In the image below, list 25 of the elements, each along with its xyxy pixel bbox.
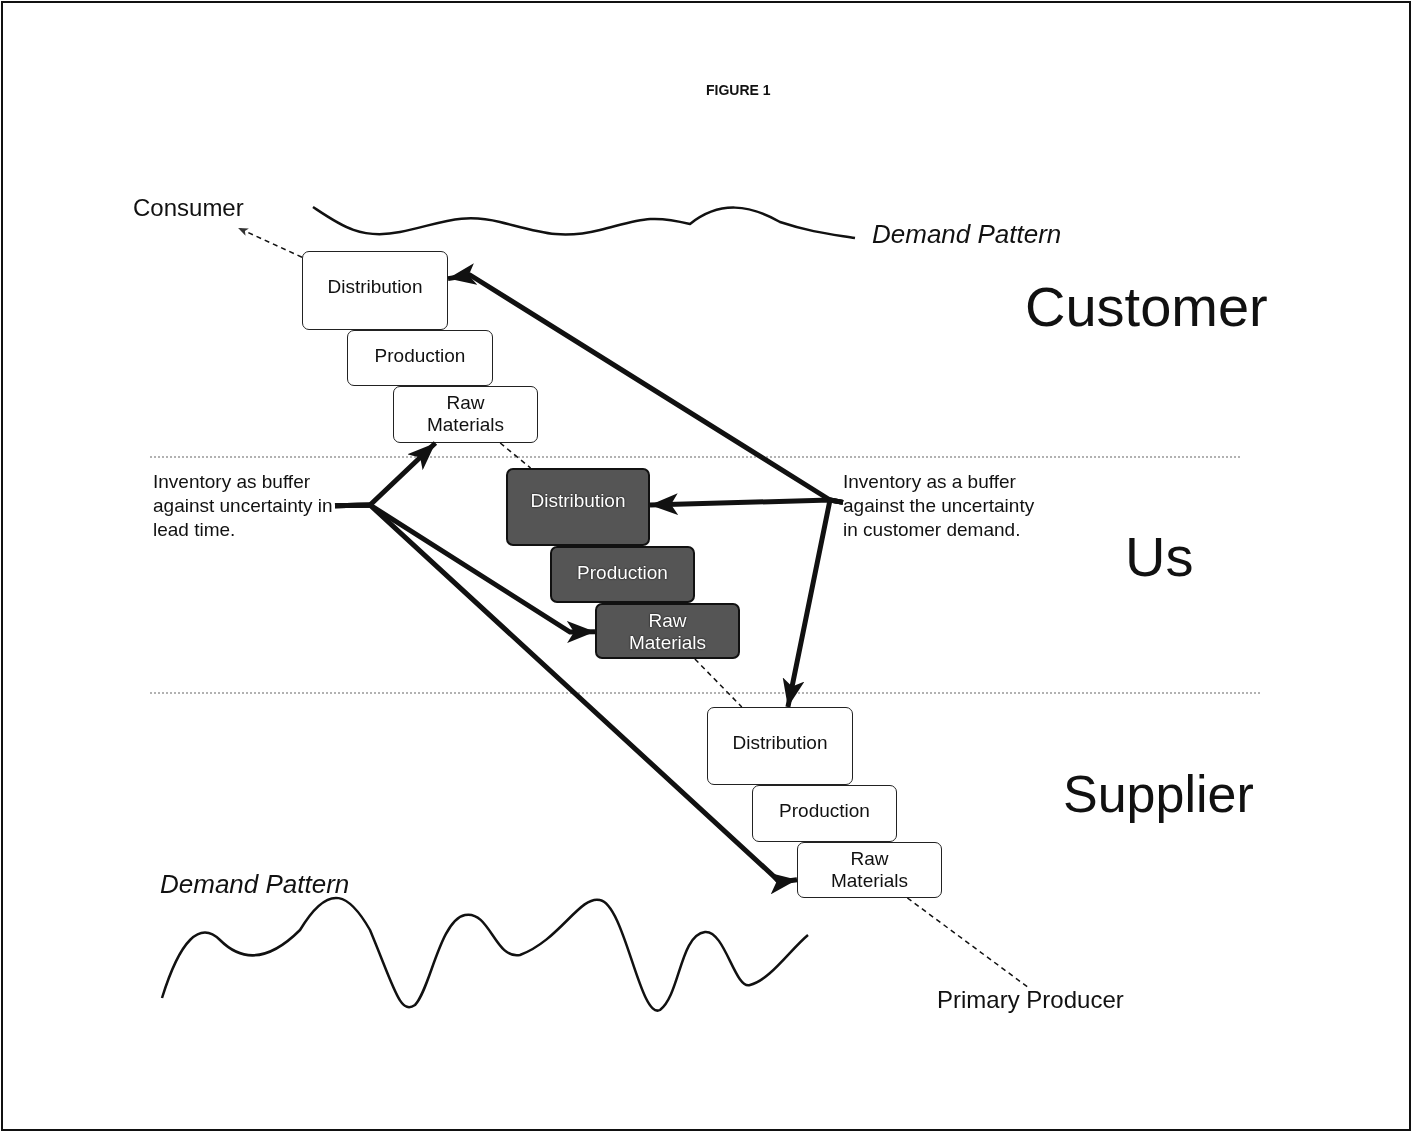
raw-materials-box: Raw Materials bbox=[393, 386, 538, 443]
dashed-connector bbox=[499, 442, 532, 469]
demand-pattern-label: Demand Pattern bbox=[160, 870, 350, 900]
section-label: Us bbox=[1125, 525, 1194, 590]
figure-title: FIGURE 1 bbox=[706, 82, 771, 98]
production-box: Production bbox=[347, 330, 493, 386]
raw-materials-box: Raw Materials bbox=[797, 842, 942, 898]
dashed-connector bbox=[694, 658, 743, 708]
dashed-connector bbox=[237, 227, 303, 258]
section-label: Customer bbox=[1025, 275, 1268, 340]
annotation-text: Inventory as a buffer against the uncertainty in customer demand. bbox=[843, 470, 1053, 574]
arrow bbox=[334, 502, 798, 895]
stage-label: Consumer bbox=[133, 196, 273, 228]
demand-pattern-label: Demand Pattern bbox=[872, 220, 1062, 250]
production-box: Production bbox=[550, 546, 695, 603]
annotation-text: Inventory as buffer against uncertainty in lead time. bbox=[153, 470, 335, 546]
distribution-box: Distribution bbox=[506, 468, 650, 546]
section-label: Supplier bbox=[1063, 765, 1254, 825]
arrow bbox=[782, 497, 844, 708]
production-box: Production bbox=[752, 785, 897, 842]
stage-label: Primary Producer bbox=[937, 988, 1167, 1022]
distribution-box: Distribution bbox=[302, 251, 448, 330]
dashed-connector bbox=[906, 897, 1030, 989]
raw-materials-box: Raw Materials bbox=[595, 603, 740, 659]
distribution-box: Distribution bbox=[707, 707, 853, 785]
